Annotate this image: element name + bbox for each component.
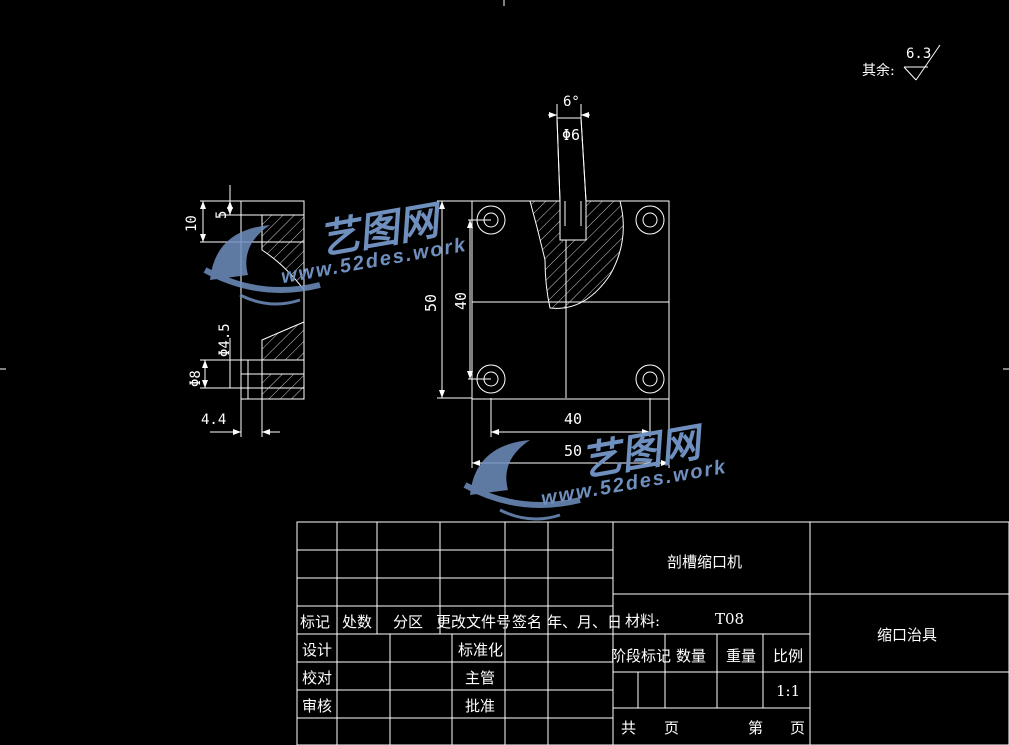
roughness-label: 其余: — [862, 63, 895, 79]
dimension-40-vertical: 40 — [452, 291, 470, 310]
rev-header-count: 处数 — [342, 613, 373, 631]
total-unit: 页 — [664, 719, 680, 737]
material-label: 材料: — [625, 612, 661, 630]
total-label: 共 — [621, 719, 637, 737]
dimension-5: 5 — [214, 210, 230, 219]
roughness-symbol — [903, 44, 941, 81]
dimension-4-4: 4.4 — [201, 412, 227, 428]
material-value: T08 — [715, 610, 745, 628]
rev-header-date: 年、月、日 — [547, 613, 623, 631]
check-label: 校对 — [302, 669, 333, 687]
dimension-40-horizontal: 40 — [564, 410, 583, 428]
watermark-logo-1 — [203, 225, 321, 306]
front-view — [437, 104, 670, 468]
drawing-name: 缩口治具 — [877, 626, 938, 644]
side-view — [200, 185, 305, 437]
supervisor-label: 主管 — [465, 669, 496, 687]
rev-header-mark: 标记 — [300, 613, 331, 631]
rev-header-zone: 分区 — [393, 613, 424, 631]
watermark-logo-2 — [463, 440, 581, 521]
rev-header-doc: 更改文件号 — [436, 613, 512, 631]
title-block — [296, 521, 1009, 745]
sheet-unit: 页 — [790, 719, 806, 737]
rev-header-sign: 签名 — [512, 613, 543, 631]
standardization-label: 标准化 — [458, 641, 504, 659]
weight-label: 重量 — [726, 647, 757, 665]
dimension-10: 10 — [184, 215, 200, 232]
counterbore-diameter-dimension: Φ8 — [188, 370, 204, 387]
sheet-label: 第 — [748, 719, 764, 737]
stage-mark-label: 阶段标记 — [611, 647, 672, 665]
scale-value: 1:1 — [776, 682, 801, 700]
review-label: 审核 — [302, 697, 333, 715]
scale-label: 比例 — [773, 647, 804, 665]
dimension-50-vertical: 50 — [422, 293, 440, 312]
project-name: 剖槽缩口机 — [667, 553, 743, 571]
hole-diameter-dimension: Φ4.5 — [217, 323, 233, 357]
roughness-value: 6.3 — [906, 46, 932, 62]
dimension-50-horizontal: 50 — [564, 442, 583, 460]
small-diameter-dimension: Φ6 — [562, 126, 581, 144]
quantity-label: 数量 — [676, 647, 707, 665]
approve-label: 批准 — [465, 697, 496, 715]
design-label: 设计 — [302, 641, 333, 659]
angle-dimension: 6° — [563, 94, 580, 110]
